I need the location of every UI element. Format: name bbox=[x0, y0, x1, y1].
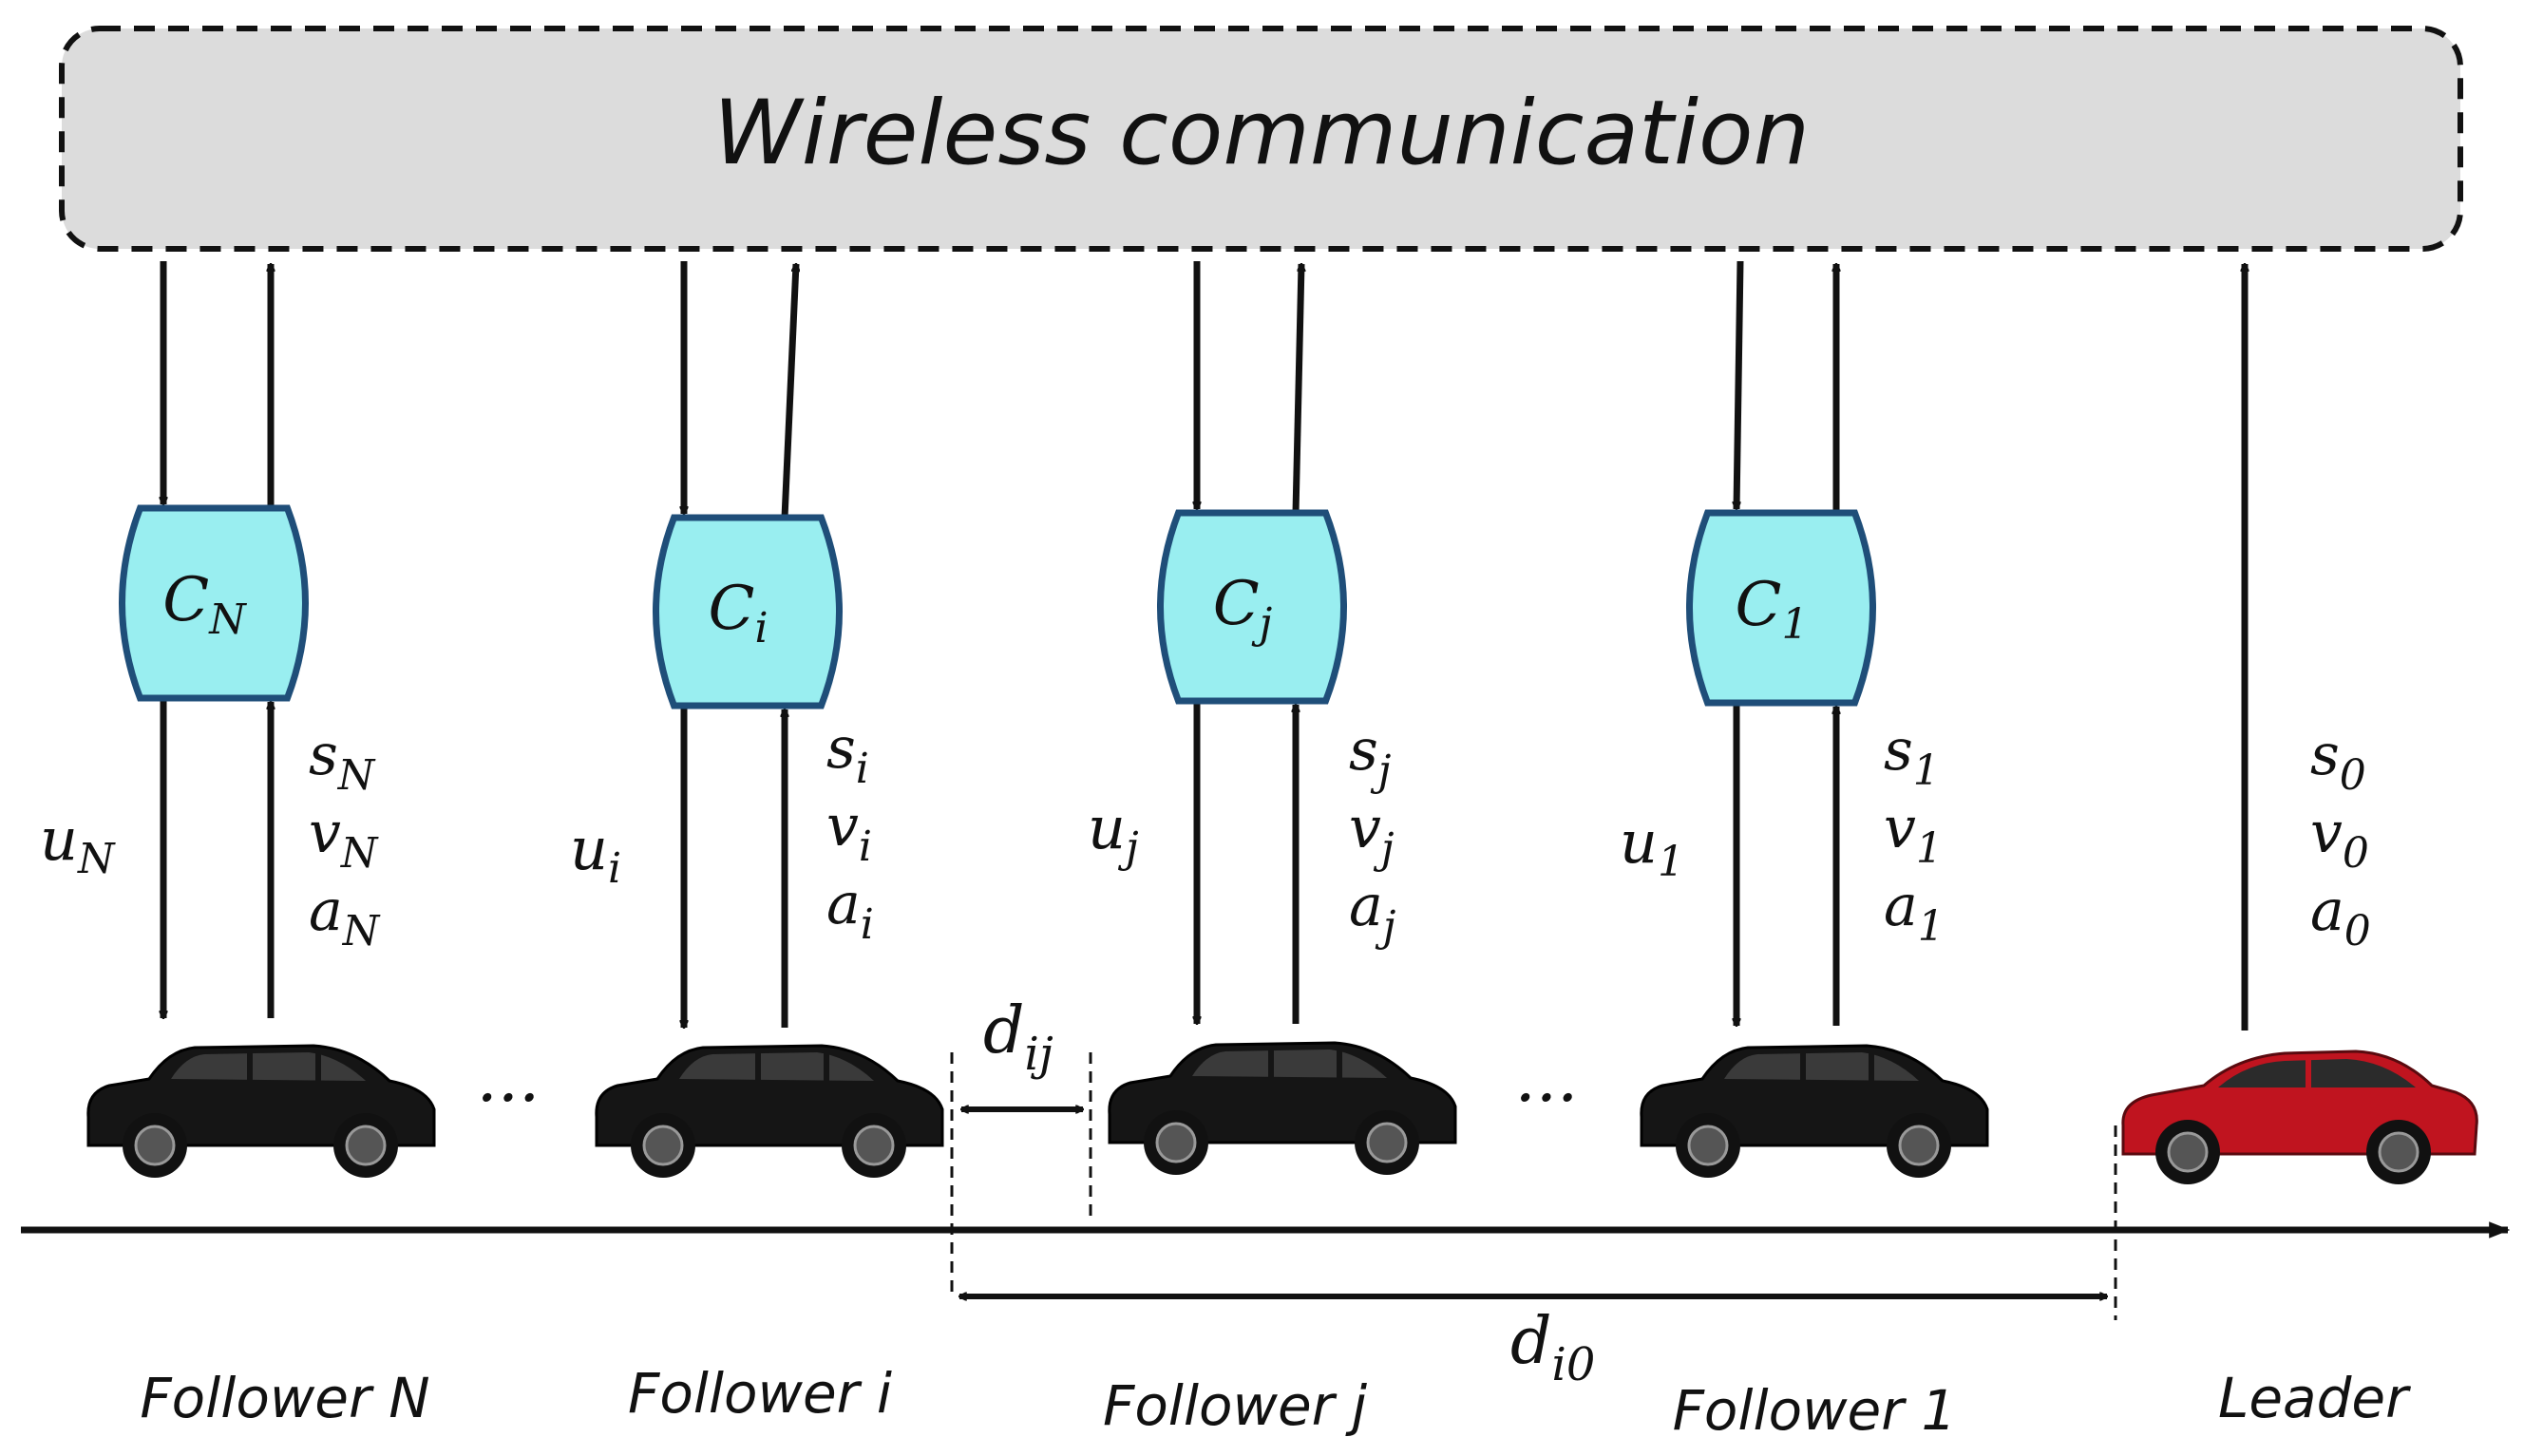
caption-follower-i: Follower i bbox=[628, 1361, 892, 1426]
controller-box bbox=[653, 514, 843, 709]
ellipsis-right: ··· bbox=[1515, 1059, 1579, 1137]
state-label-v: vj bbox=[1349, 795, 1395, 873]
state-label-v: vi bbox=[826, 793, 872, 871]
caption-follower-j: Follower j bbox=[1103, 1373, 1368, 1438]
uplink-arrow bbox=[1292, 264, 1301, 514]
state-label-s: sj bbox=[1349, 717, 1391, 795]
follower-car-1 bbox=[1640, 1044, 1989, 1178]
controller-box bbox=[119, 504, 309, 702]
downlink-arrow bbox=[1736, 260, 1744, 509]
state-label-a: aj bbox=[1349, 873, 1395, 951]
caption-follower-N: Follower N bbox=[140, 1366, 429, 1430]
state-label-s: s1 bbox=[1884, 717, 1940, 795]
control-input-label: uj bbox=[1088, 793, 1139, 872]
caption-follower-1: Follower 1 bbox=[1673, 1378, 1957, 1443]
control-input-label: u1 bbox=[1620, 807, 1684, 886]
d-ij-label: dij bbox=[983, 993, 1053, 1081]
leader-v-label: v0 bbox=[2310, 800, 2369, 878]
control-input-label: ui bbox=[570, 814, 621, 893]
leader-state-labels: s0 v0 a0 bbox=[2310, 722, 2371, 955]
banner-title: Wireless communication bbox=[713, 82, 1810, 185]
state-label-a: ai bbox=[826, 871, 874, 949]
leader-a-label: a0 bbox=[2310, 878, 2371, 955]
controller-label: Ci bbox=[708, 574, 768, 652]
controller-label: Cj bbox=[1213, 569, 1273, 648]
leader-car bbox=[2121, 1049, 2478, 1184]
caption-leader: Leader bbox=[2218, 1366, 2411, 1430]
follower-car-i bbox=[595, 1044, 944, 1178]
control-input-label: uN bbox=[40, 804, 116, 883]
state-label-v: v1 bbox=[1884, 795, 1943, 873]
state-label-s: sN bbox=[309, 722, 376, 800]
leader-s-label: s0 bbox=[2310, 722, 2366, 800]
state-label-v: vN bbox=[309, 800, 379, 878]
controller-label: CN bbox=[162, 565, 247, 644]
follower-car-j bbox=[1108, 1041, 1457, 1175]
follower-car-N bbox=[86, 1044, 436, 1178]
controller-box bbox=[1157, 509, 1347, 705]
ellipsis-left: ··· bbox=[477, 1059, 541, 1137]
uplink-arrow bbox=[781, 264, 796, 519]
d-i0-label: di0 bbox=[1510, 1304, 1595, 1391]
state-label-s: si bbox=[826, 715, 869, 793]
wireless-communication-banner: Wireless communication bbox=[59, 26, 2463, 252]
state-label-a: a1 bbox=[1884, 873, 1945, 951]
controller-box bbox=[1686, 509, 1876, 707]
controller-label: C1 bbox=[1736, 570, 1809, 649]
state-label-a: aN bbox=[309, 878, 381, 955]
